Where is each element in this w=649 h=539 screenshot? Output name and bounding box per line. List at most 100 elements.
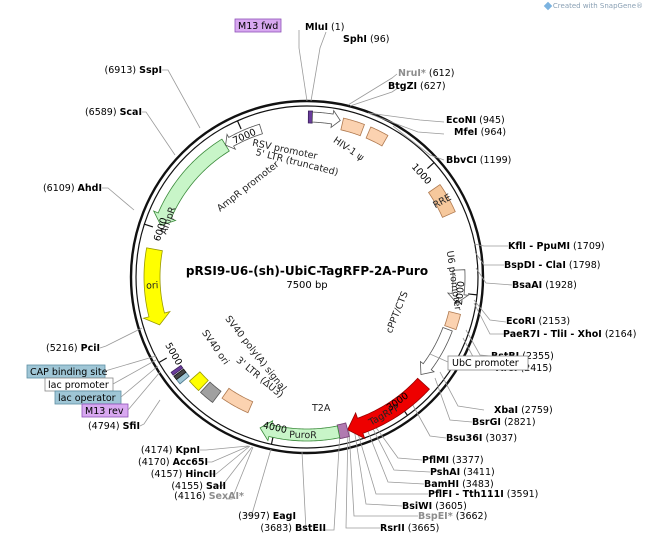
site-position: (4794) xyxy=(88,421,123,432)
site-label: Bsu36I (3037) xyxy=(446,433,517,444)
site-label: BsaAI (1928) xyxy=(512,280,577,291)
site-label: (4794) SfiI xyxy=(88,421,140,432)
site-position: (6109) xyxy=(43,183,78,194)
site-position: (6913) xyxy=(105,65,140,76)
site-labels: MluI (1)SphI (96) NruI* (612) BtgZI (627) E… xyxy=(43,22,637,534)
tick-label: 4000 xyxy=(262,420,288,436)
m13-fwd-text: M13 fwd xyxy=(238,21,278,32)
ubc-promoter-text: UbC promoter xyxy=(452,358,519,369)
site-name: EcoRI xyxy=(506,316,536,327)
site-position: (4170) xyxy=(138,457,173,468)
site-position: (2415) xyxy=(517,363,552,374)
tick-mark xyxy=(144,223,154,228)
site-label: (4174) KpnI xyxy=(141,445,200,456)
site-name: BsaAI xyxy=(512,280,542,291)
m13-rev-box: M13 rev xyxy=(81,403,129,418)
site-label: PflFI - Tth111I (3591) xyxy=(428,489,538,500)
lac-operator-text: lac operator xyxy=(58,393,116,404)
feature-5ltr-box xyxy=(340,117,365,137)
site-name: BtgZI xyxy=(388,81,417,92)
site-label: (4155) SalI xyxy=(171,481,226,492)
site-position: (3997) xyxy=(238,511,273,522)
m13-rev-text: M13 rev xyxy=(85,406,124,417)
site-name: PciI xyxy=(81,343,100,354)
site-name: PshAI xyxy=(430,467,460,478)
site-label: MluI (1) xyxy=(305,22,345,33)
feature-hiv-psi-box xyxy=(365,126,389,147)
site-name: MfeI xyxy=(454,127,478,138)
site-position: (612) xyxy=(426,68,455,79)
label-hiv-psi: HIV-1 ψ xyxy=(331,135,366,163)
site-position: (3377) xyxy=(449,455,484,466)
site-name: SexAI* xyxy=(209,491,244,502)
label-puror: PuroR xyxy=(289,430,317,442)
feature-lac-operator-mark xyxy=(173,368,187,381)
site-label: KflI - PpuMI (1709) xyxy=(508,241,605,252)
site-name: SalI xyxy=(206,481,226,492)
feature-m13-rev-mark xyxy=(170,364,184,376)
site-position: (3665) xyxy=(405,523,440,534)
site-label: NruI* (612) xyxy=(398,68,454,79)
site-name: EagI xyxy=(273,511,296,522)
site-name: BsrGI xyxy=(472,417,501,428)
label-ampr-promoter: AmpR promoter xyxy=(215,159,281,214)
site-name: SfiI xyxy=(123,421,140,432)
site-position: (2759) xyxy=(518,405,553,416)
site-name: Acc65I xyxy=(173,457,208,468)
site-position: (3591) xyxy=(504,489,539,500)
site-position: (3662) xyxy=(453,511,488,522)
site-position: (5216) xyxy=(46,343,81,354)
ubc-promoter-box: UbC promoter xyxy=(447,355,529,371)
site-label: BspEI* (3662) xyxy=(418,511,487,522)
site-label: (6913) SspI xyxy=(105,65,162,76)
site-position: (6589) xyxy=(85,107,120,118)
site-label: SphI (96) xyxy=(343,34,389,45)
m13-fwd-box: M13 fwd xyxy=(234,18,282,33)
backbone-inner-ring xyxy=(135,105,479,449)
site-name: XbaI xyxy=(494,405,518,416)
site-name: ScaI xyxy=(120,107,142,118)
label-sv40-ori: SV40 ori xyxy=(199,328,231,367)
site-position: (3411) xyxy=(460,467,495,478)
tick-mark xyxy=(158,357,168,364)
site-name: EcoNI xyxy=(446,115,476,126)
label-ori: ori xyxy=(146,280,159,292)
site-label: BsiWI (3605) xyxy=(402,501,467,512)
site-label: MfeI (964) xyxy=(454,127,506,138)
cap-binding-site-text: CAP binding site xyxy=(30,367,108,378)
tick-label: 5000 xyxy=(162,341,184,367)
feature-t2a-box xyxy=(336,422,350,440)
feature-m13-fwd-mark xyxy=(307,110,313,124)
site-position: (3037) xyxy=(482,433,517,444)
site-name: SspI xyxy=(139,65,162,76)
feature-ubc-promoter-arrow xyxy=(419,327,453,376)
site-position: (1) xyxy=(328,22,344,33)
tick-marks xyxy=(144,120,478,445)
site-name: BspEI* xyxy=(418,511,453,522)
site-name: NruI* xyxy=(398,68,426,79)
feature-u6-promoter-arrow xyxy=(446,269,470,304)
site-position: (1928) xyxy=(542,280,577,291)
site-position: (2164) xyxy=(602,329,637,340)
site-position: (4157) xyxy=(151,469,186,480)
site-position: (1709) xyxy=(570,241,605,252)
site-label: EcoNI (945) xyxy=(446,115,505,126)
site-position: (4174) xyxy=(141,445,176,456)
tick-mark xyxy=(468,293,478,296)
feature-cppt-box xyxy=(444,311,462,331)
site-label: (4170) Acc65I xyxy=(138,457,208,468)
site-name: PaeR7I - TliI - XhoI xyxy=(503,329,602,340)
lac-promoter-box: lac promoter xyxy=(44,377,114,392)
site-name: BstEII xyxy=(295,523,326,534)
site-label: BsrGI (2821) xyxy=(472,417,536,428)
feature-rre-box xyxy=(427,183,456,218)
feature-ori-arrow xyxy=(142,247,171,326)
feature-ampr-arrow xyxy=(152,138,230,226)
site-position: (627) xyxy=(417,81,446,92)
label-sv40-polya: SV40 poly(A) signal xyxy=(222,314,288,394)
site-label: PflMI (3377) xyxy=(422,455,484,466)
feature-sv40-polya-box xyxy=(199,381,222,404)
site-label: XbaI (2759) xyxy=(494,405,553,416)
site-position: (1798) xyxy=(566,260,601,271)
site-label: BtgZI (627) xyxy=(388,81,446,92)
